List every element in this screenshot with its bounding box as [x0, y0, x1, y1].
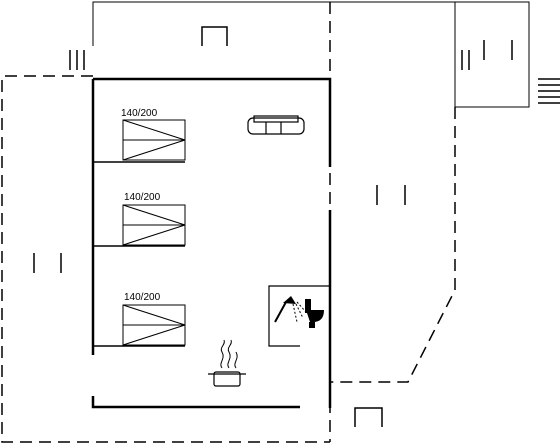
outdoor-table-icon: [354, 407, 383, 427]
bed-size-label: 140/200: [121, 108, 158, 119]
terrace-outline: [92, 1, 530, 108]
outdoor-table-icon: [201, 26, 228, 46]
cooking-pot-icon: [208, 339, 246, 387]
stairs-icon: [461, 40, 513, 70]
bed: [122, 304, 186, 346]
stairs-icon: [538, 78, 560, 104]
bathroom: [268, 285, 330, 347]
stairs-icon: [69, 50, 85, 70]
bed: [122, 204, 186, 246]
bed: [122, 119, 186, 161]
bed-size-label: 140/200: [124, 292, 161, 303]
room-dividers: [93, 161, 185, 347]
bed-size-label: 140/200: [124, 192, 161, 203]
bench-marks: [33, 185, 406, 273]
toilet-icon: [305, 299, 324, 328]
house-walls: [91, 77, 332, 409]
sofa-icon: [247, 115, 305, 135]
shower-icon: [274, 296, 307, 323]
